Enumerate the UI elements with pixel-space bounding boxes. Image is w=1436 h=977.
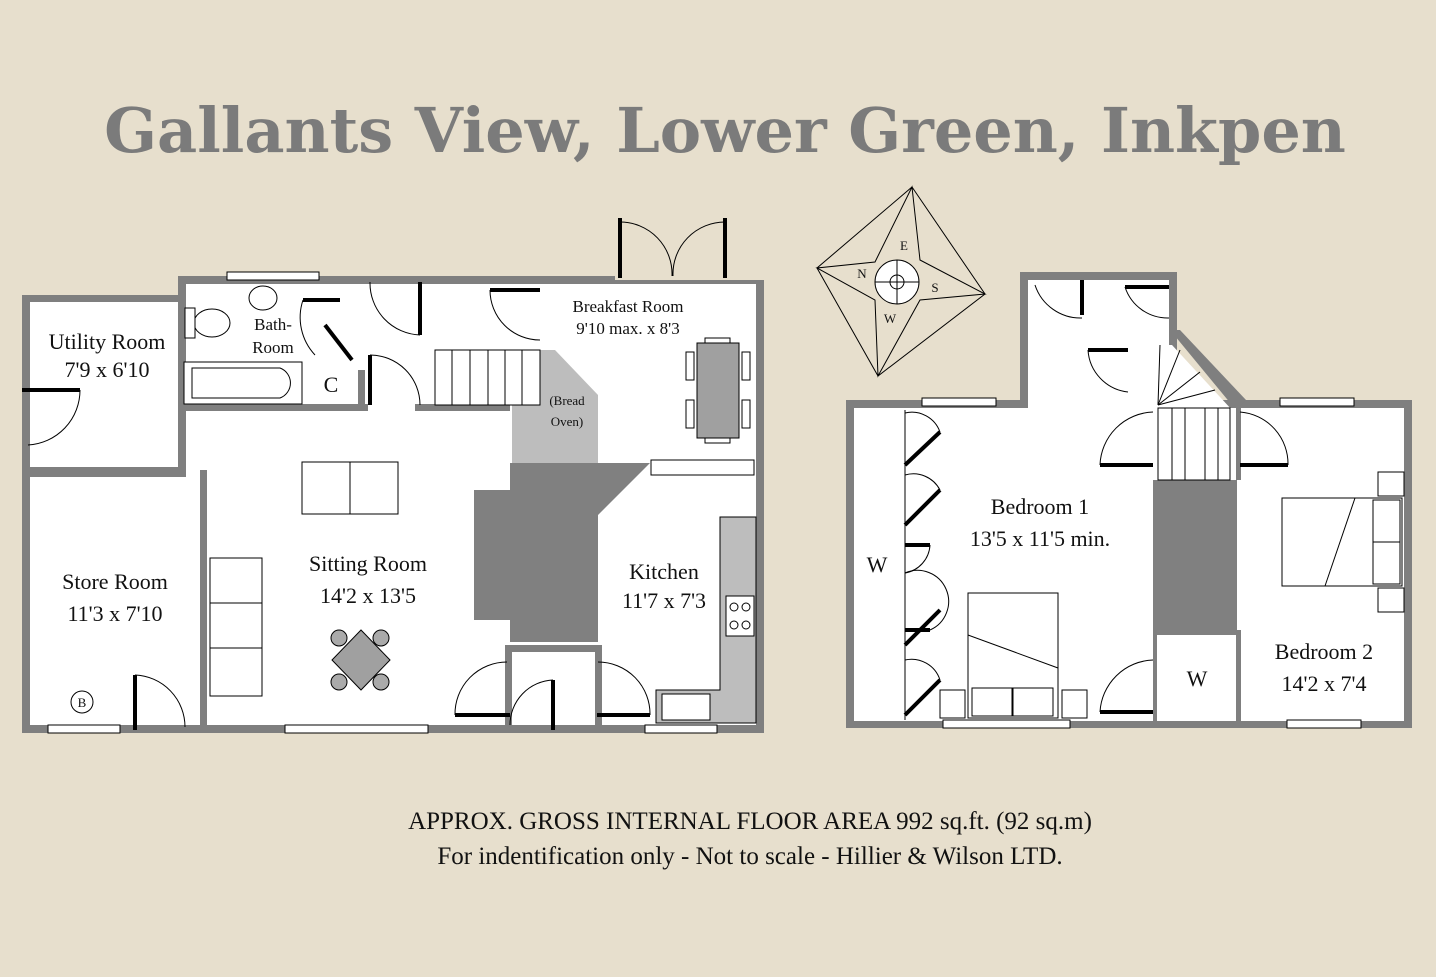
boiler-icon bbox=[70, 690, 94, 714]
store-room-name: Store Room bbox=[62, 569, 168, 594]
kitchen-size: 11'7 x 7'3 bbox=[622, 588, 706, 613]
utility-room-name: Utility Room bbox=[49, 329, 166, 354]
bread-oven-label-2: Oven) bbox=[551, 414, 584, 429]
upper-doors bbox=[1034, 280, 1289, 714]
doors bbox=[22, 281, 651, 730]
ground-floor: B Utility Room 7'9 x 6'10 Bath- Room C B… bbox=[22, 218, 765, 734]
sitting-room-name: Sitting Room bbox=[309, 551, 427, 576]
bathroom-fixtures bbox=[183, 285, 303, 405]
wardrobe2-label: W bbox=[1187, 666, 1208, 691]
hob-icon bbox=[725, 595, 755, 637]
kitchen-name: Kitchen bbox=[629, 559, 699, 584]
upper-staircase bbox=[1157, 344, 1231, 481]
beds bbox=[939, 471, 1405, 719]
breakfast-room-size: 9'10 max. x 8'3 bbox=[576, 319, 679, 338]
disclaimer-note: For indentification only - Not to scale … bbox=[437, 843, 1062, 870]
compass-n: N bbox=[857, 266, 867, 281]
bedroom1-size: 13'5 x 11'5 min. bbox=[970, 526, 1110, 551]
windows bbox=[47, 271, 755, 734]
chimney-breast-upper bbox=[1153, 480, 1237, 635]
wardrobe1-label: W bbox=[867, 552, 888, 577]
sofas bbox=[209, 461, 399, 697]
bathroom-name-1: Bath- bbox=[254, 315, 292, 334]
compass-e: E bbox=[900, 238, 908, 253]
sink-icon bbox=[661, 693, 711, 721]
upper-windows bbox=[921, 397, 1362, 729]
bedroom1-name: Bedroom 1 bbox=[991, 494, 1089, 519]
cupboard-label: C bbox=[324, 372, 339, 397]
store-room-size: 11'3 x 7'10 bbox=[67, 601, 162, 626]
bread-oven-label-1: (Bread bbox=[549, 393, 585, 408]
staircase bbox=[434, 349, 541, 406]
first-floor: Bedroom 1 13'5 x 11'5 min. Bedroom 2 14'… bbox=[846, 272, 1412, 729]
boiler-label: B bbox=[78, 695, 87, 710]
utility-room-size: 7'9 x 6'10 bbox=[65, 357, 150, 382]
sitting-room-size: 14'2 x 13'5 bbox=[320, 583, 416, 608]
compass-s: S bbox=[931, 280, 938, 295]
floor-area-note: APPROX. GROSS INTERNAL FLOOR AREA 992 sq… bbox=[408, 808, 1092, 835]
compass-rose: N E S W bbox=[815, 185, 987, 378]
bedroom2-name: Bedroom 2 bbox=[1275, 639, 1373, 664]
kitchen-units bbox=[655, 516, 757, 724]
bedroom2-size: 14'2 x 7'4 bbox=[1282, 671, 1367, 696]
compass-w: W bbox=[884, 311, 897, 326]
bathroom-name-2: Room bbox=[252, 338, 294, 357]
plan-title: Gallants View, Lower Green, Inkpen bbox=[104, 94, 1346, 167]
dining-table bbox=[685, 337, 751, 444]
wardrobe-doors bbox=[903, 410, 950, 720]
breakfast-room-name: Breakfast Room bbox=[573, 297, 684, 316]
chimney-breast bbox=[474, 463, 650, 642]
